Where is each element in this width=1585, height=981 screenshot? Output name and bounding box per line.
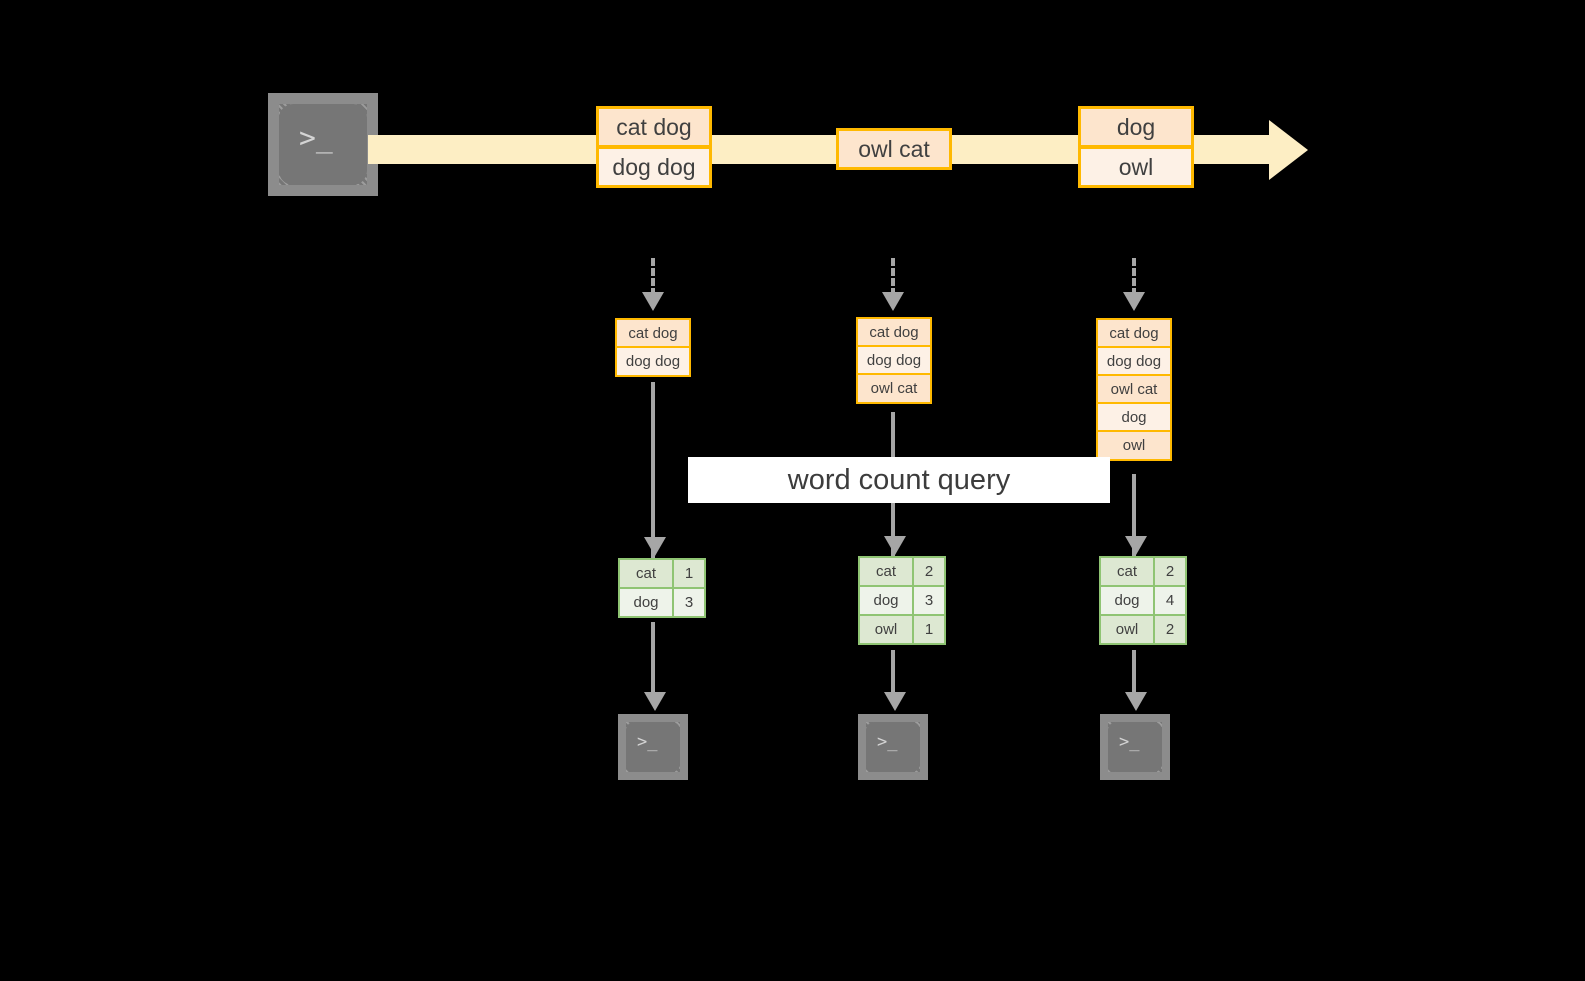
terminal-body	[1108, 722, 1162, 772]
result-count: 3	[672, 587, 706, 618]
snapshot-input-row: cat dog	[615, 318, 691, 349]
snapshot-tap-arrowhead-icon	[1123, 292, 1145, 311]
sink-connector-line	[1132, 650, 1136, 696]
query-connector-line	[1132, 474, 1136, 556]
result-word: owl	[858, 614, 914, 645]
result-table: cat 2 dog 3 owl 1	[858, 556, 946, 645]
result-word: cat	[618, 558, 674, 589]
snapshot-input-row: dog dog	[856, 345, 932, 376]
terminal-prompt-glyph: >_	[877, 732, 898, 752]
query-connector-arrowhead-icon	[884, 536, 906, 555]
query-connector-arrowhead-icon	[644, 537, 666, 556]
snapshot-tap-arrowhead-icon	[882, 292, 904, 311]
stream-record: dog	[1078, 106, 1194, 148]
stream-arrowhead-icon	[1269, 120, 1308, 180]
result-table: cat 1 dog 3	[618, 558, 706, 618]
snapshot-input-stack: cat dog dog dog	[615, 318, 691, 377]
table-row: dog 3	[618, 587, 706, 618]
sink-connector-arrowhead-icon	[884, 692, 906, 711]
snapshot-input-stack: cat dog dog dog owl cat dog owl	[1096, 318, 1172, 461]
sink-terminal-icon: >_	[1100, 714, 1170, 780]
result-count: 2	[1153, 614, 1187, 645]
sink-connector-arrowhead-icon	[1125, 692, 1147, 711]
table-row: owl 2	[1099, 614, 1187, 645]
snapshot-tap-dashed-line	[891, 258, 895, 296]
stream-record: cat dog	[596, 106, 712, 148]
snapshot-input-stack: cat dog dog dog owl cat	[856, 317, 932, 404]
result-table: cat 2 dog 4 owl 2	[1099, 556, 1187, 645]
sink-terminal-icon: >_	[618, 714, 688, 780]
result-count: 1	[672, 558, 706, 589]
terminal-body	[626, 722, 680, 772]
sink-terminal-icon: >_	[858, 714, 928, 780]
snapshot-tap-dashed-line	[1132, 258, 1136, 296]
snapshot-tap-arrowhead-icon	[642, 292, 664, 311]
snapshot-input-row: cat dog	[1096, 318, 1172, 349]
terminal-body	[866, 722, 920, 772]
sink-connector-arrowhead-icon	[644, 692, 666, 711]
query-connector-line	[651, 382, 655, 558]
stream-record: owl cat	[836, 128, 952, 170]
result-count: 2	[912, 556, 946, 587]
result-word: dog	[858, 585, 914, 616]
snapshot-input-row: cat dog	[856, 317, 932, 348]
snapshot-input-row: owl cat	[1096, 374, 1172, 405]
table-row: owl 1	[858, 614, 946, 645]
snapshot-input-row: dog dog	[615, 346, 691, 377]
stream-record: owl	[1078, 146, 1194, 188]
result-word: dog	[1099, 585, 1155, 616]
table-row: dog 4	[1099, 585, 1187, 616]
terminal-prompt-glyph: >_	[1119, 732, 1140, 752]
table-row: cat 2	[858, 556, 946, 587]
result-count: 4	[1153, 585, 1187, 616]
result-word: cat	[858, 556, 914, 587]
result-count: 2	[1153, 556, 1187, 587]
terminal-body	[279, 104, 367, 185]
result-count: 3	[912, 585, 946, 616]
result-word: cat	[1099, 556, 1155, 587]
table-row: cat 2	[1099, 556, 1187, 587]
terminal-prompt-glyph: >_	[299, 121, 333, 154]
source-terminal-icon: >_	[268, 93, 378, 196]
table-row: cat 1	[618, 558, 706, 589]
result-word: dog	[618, 587, 674, 618]
terminal-prompt-glyph: >_	[637, 732, 658, 752]
table-row: dog 3	[858, 585, 946, 616]
snapshot-input-row: owl	[1096, 430, 1172, 461]
query-label: word count query	[688, 457, 1110, 503]
sink-connector-line	[891, 650, 895, 696]
sink-connector-line	[651, 622, 655, 696]
stream-record: dog dog	[596, 146, 712, 188]
snapshot-input-row: dog	[1096, 402, 1172, 433]
snapshot-tap-dashed-line	[651, 258, 655, 296]
result-word: owl	[1099, 614, 1155, 645]
snapshot-input-row: owl cat	[856, 373, 932, 404]
snapshot-input-row: dog dog	[1096, 346, 1172, 377]
result-count: 1	[912, 614, 946, 645]
query-connector-arrowhead-icon	[1125, 536, 1147, 555]
